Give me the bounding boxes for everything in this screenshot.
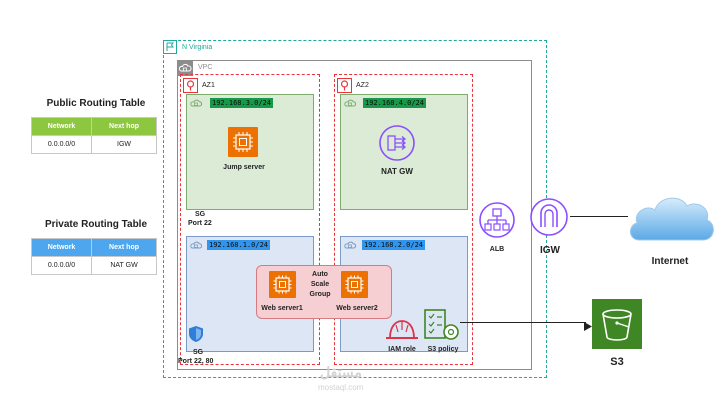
s3-policy-label: S3 policy [427,346,459,353]
public-rt-network-cell: 0.0.0.0/0 [30,135,93,154]
az2-public-cidr: 192.168.4.0/24 [363,98,427,108]
az1-private-cidr: 192.168.1.0/24 [207,240,271,250]
web-server2-icon [341,271,368,298]
web-server1-icon [269,271,296,298]
asg-label: Auto Scale Group [309,271,331,298]
jump-server-label: Jump server [223,164,265,171]
az2-private-cidr: 192.168.2.0/24 [362,240,426,250]
iam-role-label: IAM role [388,346,416,353]
private-rt-nexthop-cell: NAT GW [91,256,157,275]
public-rt-nexthop-cell: IGW [91,135,157,154]
public-routing-table: Network Next hop 0.0.0.0/0 IGW [30,117,157,154]
s3-label: S3 [610,356,624,368]
s3-policy-s3-connector [460,322,586,323]
az1-public-cidr: 192.168.3.0/24 [210,98,274,108]
igw-label: IGW [540,245,560,256]
iam-role-icon [384,316,420,342]
web-server1-label: Web server1 [261,305,303,312]
nat-gateway-label: NAT GW [381,167,413,176]
sg-private-title: SG [193,349,204,356]
private-rt-nexthop-header: Next hop [91,238,157,257]
sg-private-port: Port 22, 80 [178,358,214,365]
sg-public-title: SG [195,211,206,218]
nat-gateway-icon [377,123,417,163]
s3-policy-icon [423,308,463,344]
az1-label: AZ1 [202,82,215,89]
sg-public-port: Port 22 [188,220,212,227]
s3-bucket-icon [592,299,642,349]
az2-public-subnet [340,94,468,210]
az2-label: AZ2 [356,82,369,89]
igw-internet-connector [570,216,628,217]
region-flag-icon [163,40,177,54]
alb-label: ALB [489,246,505,253]
az1-private-subnet-icon [189,238,203,252]
internet-label: Internet [651,256,689,267]
az2-public-subnet-icon [343,96,357,110]
az2-location-icon [337,78,352,93]
security-group-shield-icon [188,325,204,343]
internet-cloud-icon [625,188,717,246]
az1-container [180,74,320,365]
arrowhead-icon [584,318,592,331]
public-routing-table-title: Public Routing Table [46,98,146,109]
alb-icon [477,200,517,240]
public-rt-network-header: Network [30,117,93,136]
jump-server-icon [228,127,258,157]
private-routing-table-title: Private Routing Table [44,219,148,230]
web-server2-label: Web server2 [336,305,378,312]
private-rt-network-header: Network [30,238,93,257]
az2-private-subnet-icon [343,238,357,252]
igw-icon [528,196,570,238]
az1-location-icon [183,78,198,93]
az2-container [334,74,473,365]
public-rt-nexthop-header: Next hop [91,117,157,136]
vpc-label: VPC [198,64,213,71]
watermark-domain: mostaql.com [318,383,364,392]
private-routing-table: Network Next hop 0.0.0.0/0 NAT GW [30,238,157,275]
private-rt-network-cell: 0.0.0.0/0 [30,256,93,275]
watermark-logo: مستقل [320,364,362,380]
az1-public-subnet-icon [189,96,203,110]
vpc-cloud-icon [177,60,193,76]
region-label: N Virginia [182,44,213,51]
